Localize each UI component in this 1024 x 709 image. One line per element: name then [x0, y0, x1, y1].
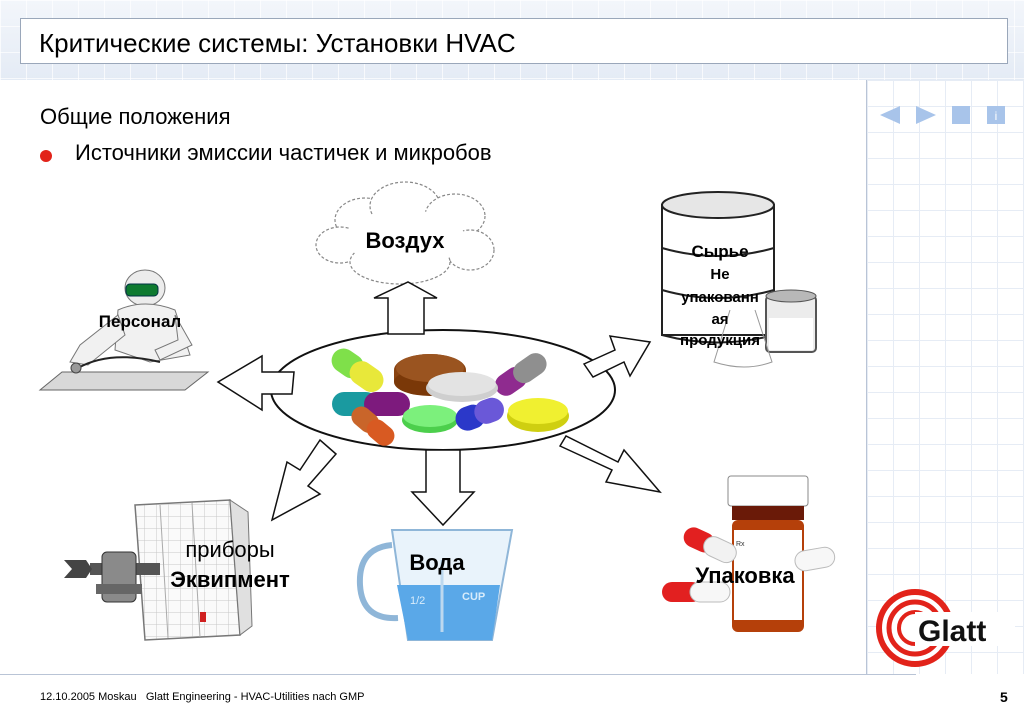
- label-unpacked-3: ая: [711, 311, 729, 328]
- label-air: Воздух: [365, 228, 445, 253]
- bullet-dot: [40, 150, 52, 162]
- title-box: Критические системы: Установки HVAC: [20, 18, 1008, 64]
- glatt-logo-text: Glatt: [918, 615, 986, 648]
- footer-divider: [0, 674, 916, 675]
- beaker-icon: [713, 289, 817, 368]
- label-packaging: Упаковка: [695, 563, 795, 588]
- footer-title: Glatt Engineering - HVAC-Utilities nach …: [145, 691, 365, 703]
- personnel-icon: [38, 269, 210, 391]
- next-slide-icon[interactable]: [916, 106, 936, 124]
- wrench-icon: [64, 551, 160, 603]
- subtitle: Общие положения: [40, 104, 231, 129]
- label-devices: приборы: [185, 537, 275, 562]
- tablets-and-capsules-icon: [331, 348, 569, 446]
- label-raw-material: Сырье: [691, 242, 749, 261]
- label-equipment: Эквипмент: [170, 567, 290, 592]
- footer-text: 12.10.2005 Moskau Glatt Engineering - HV…: [40, 691, 364, 703]
- label-water: Вода: [409, 550, 465, 575]
- raw-material-barrel-icon: [661, 191, 775, 344]
- nav-bar: i: [880, 106, 1005, 124]
- prev-slide-icon[interactable]: [880, 106, 900, 124]
- arrow-to-personnel: [216, 354, 295, 412]
- label-unpacked-4: продукция: [680, 332, 760, 349]
- arrow-to-water: [410, 449, 476, 527]
- glatt-logo: Glatt: [876, 589, 1015, 667]
- capsules-icon: [662, 527, 836, 603]
- home-square-icon[interactable]: [952, 106, 970, 124]
- arrow-to-packaging: [558, 435, 662, 494]
- label-unpacked-2: упакованн: [681, 289, 759, 306]
- label-unpacked-1: Не: [710, 266, 730, 283]
- arrow-to-raw-material: [582, 335, 652, 378]
- measuring-cup-icon: 1/2 CUP: [356, 529, 514, 641]
- label-personnel: Персонал: [98, 312, 182, 331]
- page-title: Критические системы: Установки HVAC: [39, 28, 516, 58]
- bullet-text: Источники эмиссии частичек и микробов: [75, 140, 492, 165]
- page-number: 5: [1000, 689, 1008, 705]
- equipment-cabinet-icon: [134, 499, 253, 641]
- cup-half-mark: 1/2: [410, 595, 425, 607]
- rx-label: Rx: [736, 541, 745, 548]
- cloud-icon: [315, 181, 495, 285]
- pill-bottle-icon: Rx: [727, 475, 809, 632]
- arrow-to-air: [373, 281, 438, 335]
- arrow-to-equipment: [270, 438, 338, 522]
- side-panel: [866, 80, 1024, 674]
- info-icon[interactable]: [987, 106, 1005, 124]
- cup-mark: CUP: [462, 591, 485, 603]
- footer-date-place: 12.10.2005 Moskau: [40, 691, 137, 703]
- info-icon-letter: i: [995, 109, 998, 123]
